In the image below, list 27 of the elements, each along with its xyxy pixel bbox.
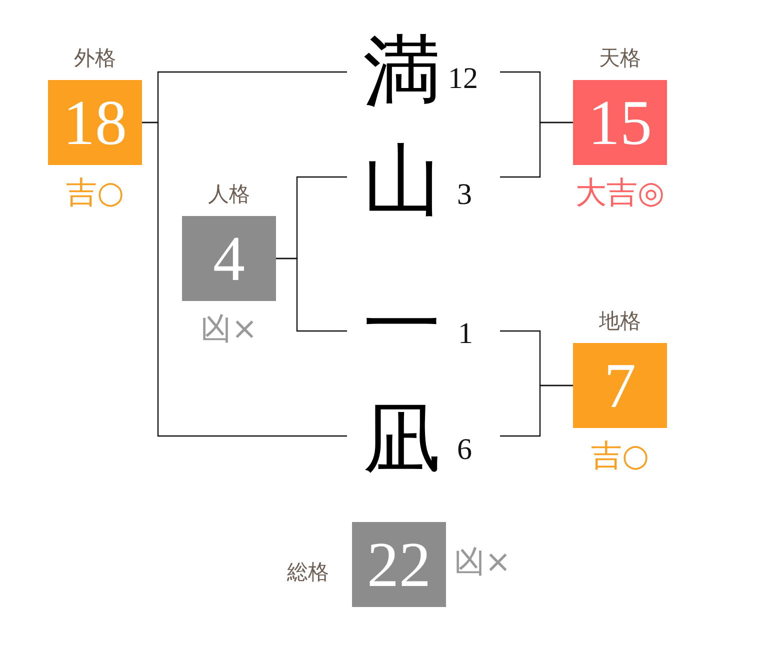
connector-line: [500, 384, 573, 437]
score-box: 18: [48, 80, 142, 165]
kanji-character: 一: [363, 283, 441, 367]
category-heading: 外格: [73, 45, 117, 72]
stroke-count: 12: [448, 64, 478, 94]
connector-line: [500, 122, 573, 178]
stroke-count: 6: [457, 435, 472, 465]
score-box: 15: [573, 80, 667, 165]
category-heading: 人格: [207, 181, 251, 208]
stroke-count: 3: [457, 180, 472, 210]
score-box: 4: [182, 216, 276, 301]
score-box: 7: [573, 343, 667, 428]
kanji-character: 山: [363, 139, 441, 223]
category-heading: 天格: [598, 45, 642, 72]
verdict-label: 大吉◎: [574, 174, 666, 213]
connector-line: [276, 258, 347, 332]
verdict-label: 凶×: [200, 310, 258, 349]
stroke-count: 1: [458, 319, 473, 349]
kanji-character: 凪: [363, 398, 441, 482]
category-heading: 総格: [287, 559, 329, 586]
verdict-label: 吉○: [64, 174, 126, 213]
verdict-label: 凶×: [454, 543, 511, 582]
verdict-label: 吉○: [590, 437, 650, 476]
connector-line: [142, 122, 347, 437]
kanji-character: 満: [363, 30, 441, 114]
score-box: 22: [352, 522, 446, 607]
category-heading: 地格: [598, 308, 642, 335]
